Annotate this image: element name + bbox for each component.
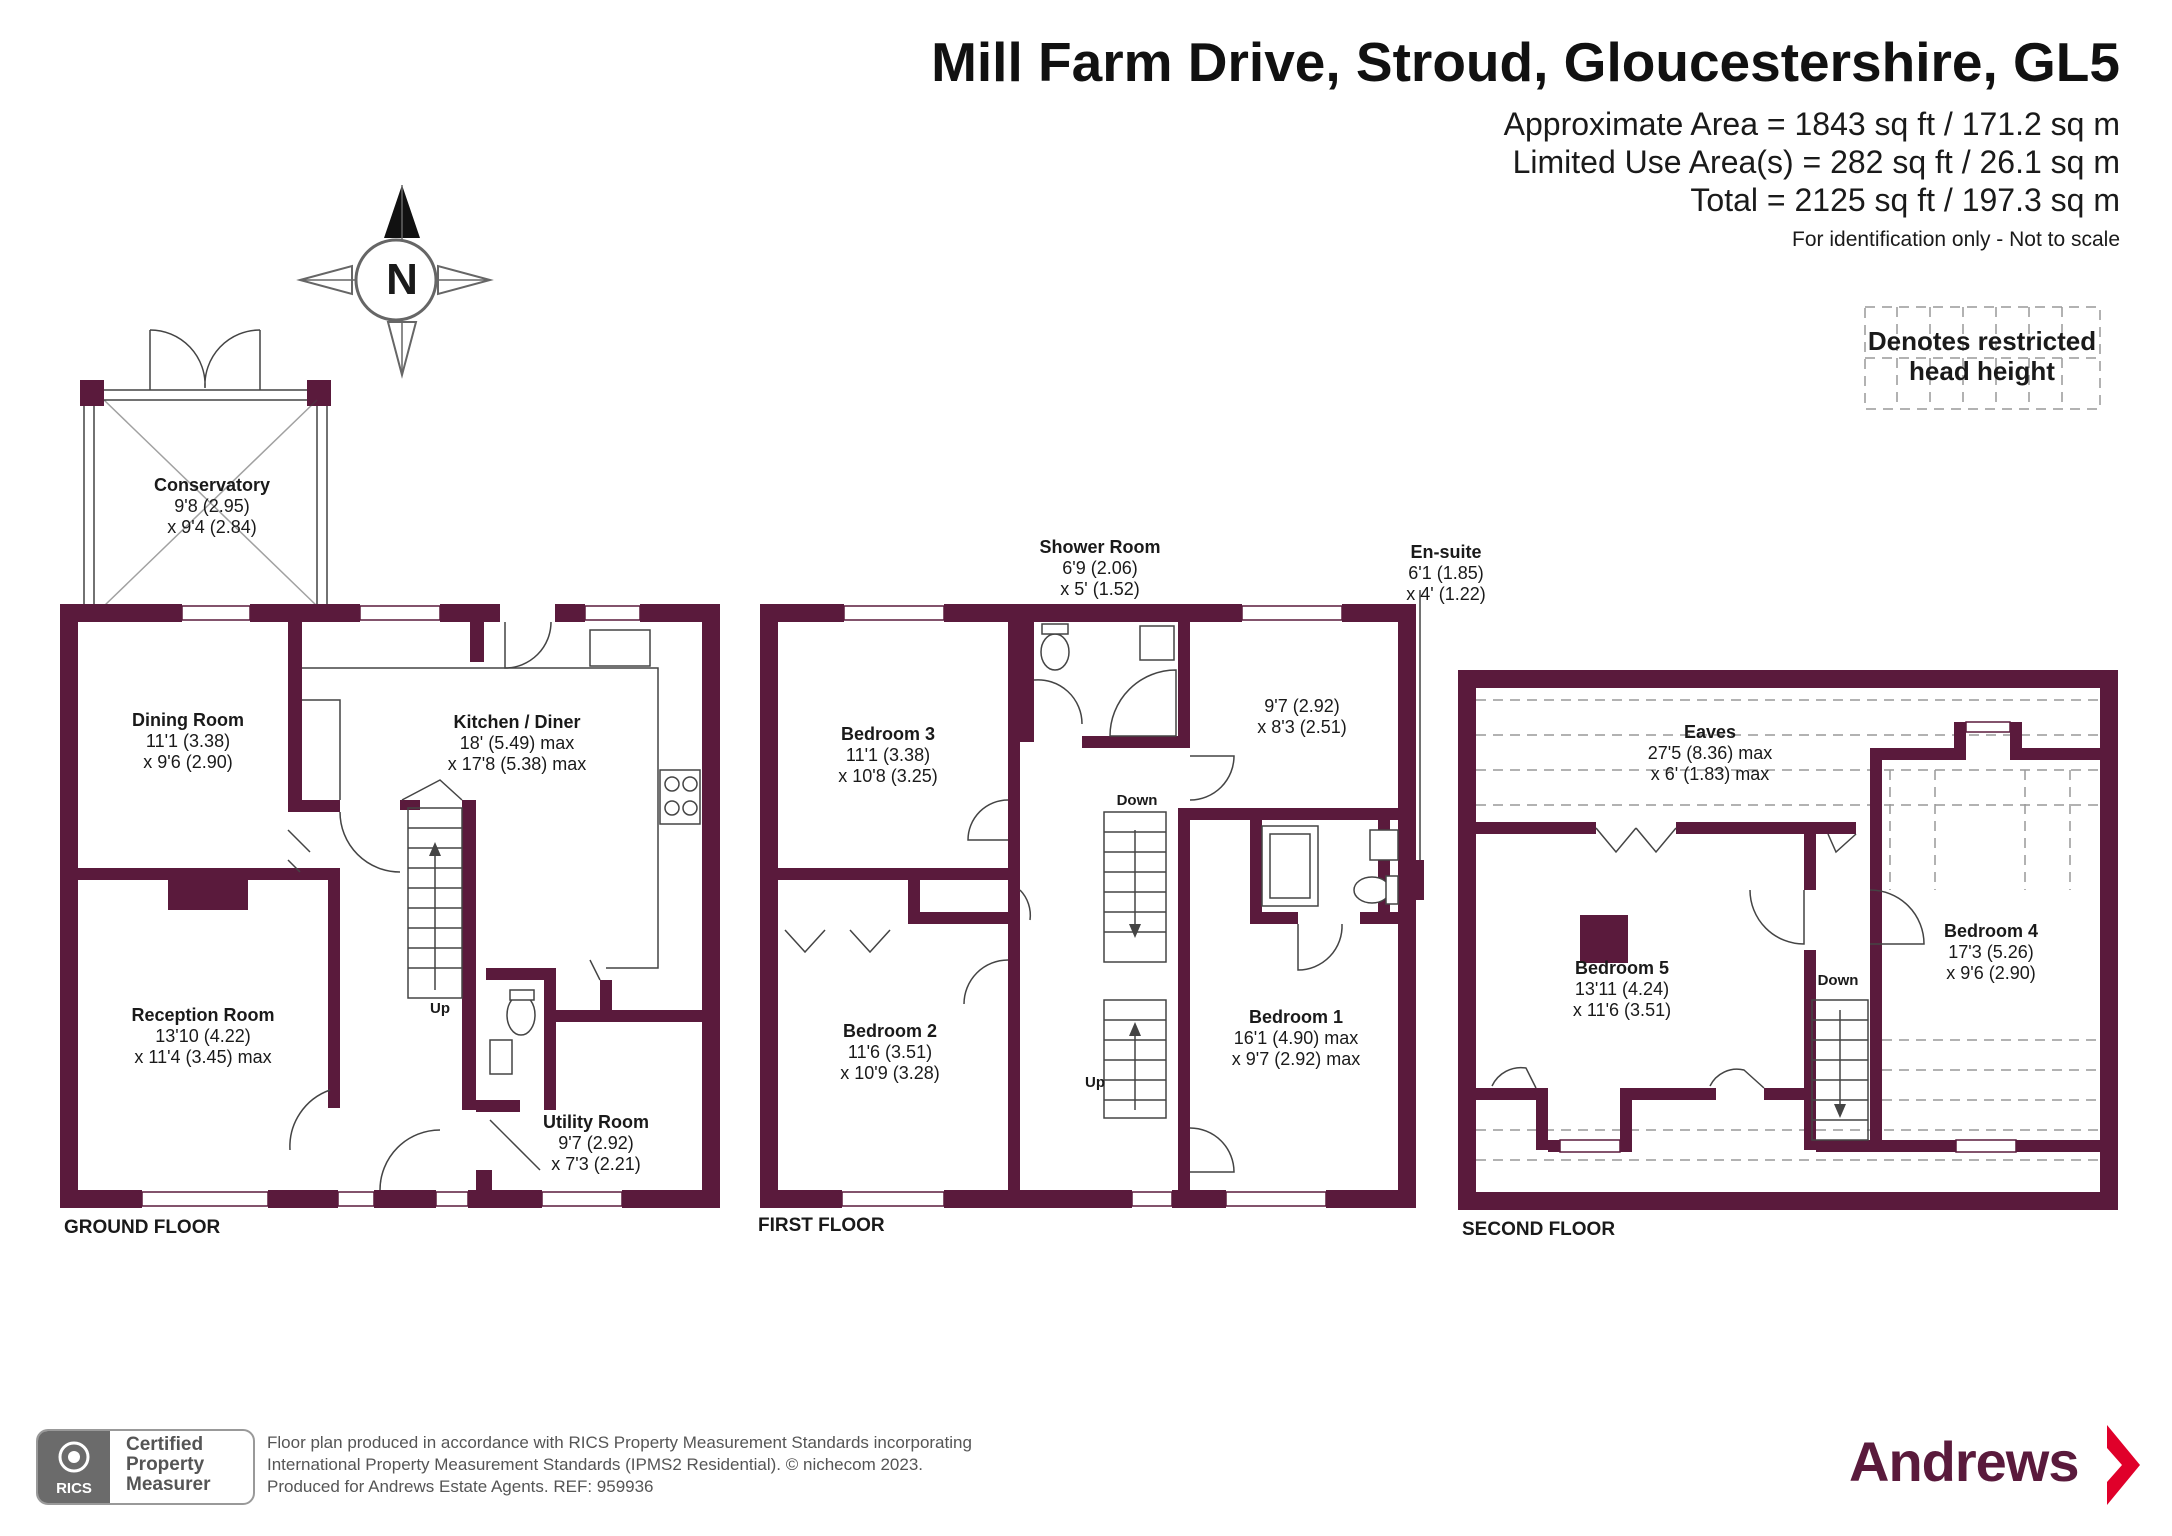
brand-chevron-icon bbox=[2107, 1425, 2140, 1505]
room-eaves: Eaves 27'5 (8.36) max x 6' (1.83) max bbox=[1647, 722, 1773, 784]
stairs-down-label: Down bbox=[1817, 972, 1859, 989]
compass-north-label: N bbox=[386, 255, 418, 304]
ground-floor-label: GROUND FLOOR bbox=[64, 1217, 221, 1238]
rics-logo-text: RICS bbox=[56, 1480, 92, 1497]
total-area: Total = 2125 sq ft / 197.3 sq m bbox=[1690, 182, 2120, 218]
first-floor-label: FIRST FLOOR bbox=[758, 1215, 885, 1236]
room-kitchen-diner: Kitchen / Diner 18' (5.49) max x 17'8 (5… bbox=[447, 712, 587, 774]
legend-label: Denotes restricted head height bbox=[1867, 326, 2097, 386]
approximate-area: Approximate Area = 1843 sq ft / 171.2 sq… bbox=[1503, 106, 2120, 142]
room-dining: Dining Room 11'1 (3.38) x 9'6 (2.90) bbox=[132, 710, 244, 772]
rics-certified-badge: RICS Certified Property Measurer bbox=[36, 1429, 255, 1505]
compass-rose-icon bbox=[296, 185, 494, 379]
stairs-up-label: Up bbox=[1085, 1074, 1105, 1091]
second-floor-plan bbox=[1458, 670, 2118, 1210]
first-floor-plan bbox=[760, 590, 1424, 1208]
room-en-suite: En-suite 6'1 (1.85) x 4' (1.22) bbox=[1406, 542, 1486, 604]
footer-line: Produced for Andrews Estate Agents. REF:… bbox=[267, 1477, 654, 1496]
andrews-brand-logo: Andrews bbox=[1849, 1430, 2079, 1493]
stairs-up-label: Up bbox=[430, 1000, 450, 1017]
footer-disclaimer: Floor plan produced in accordance with R… bbox=[267, 1432, 972, 1498]
second-floor-label: SECOND FLOOR bbox=[1462, 1219, 1616, 1240]
room-shower: Shower Room 6'9 (2.06) x 5' (1.52) bbox=[1039, 537, 1161, 599]
rics-lion-logo-icon: RICS bbox=[38, 1431, 110, 1503]
restricted-height-legend bbox=[1864, 306, 2101, 410]
rics-certified-text: Certified Property Measurer bbox=[126, 1434, 211, 1495]
ground-floor-plan bbox=[60, 329, 720, 1208]
room-reception: Reception Room 13'10 (4.22) x 11'4 (3.45… bbox=[131, 1005, 275, 1067]
page-title: Mill Farm Drive, Stroud, Gloucestershire… bbox=[931, 31, 2120, 93]
room-bedroom-4: Bedroom 4 17'3 (5.26) x 9'6 (2.90) bbox=[1943, 921, 2039, 983]
limited-use-area: Limited Use Area(s) = 282 sq ft / 26.1 s… bbox=[1512, 144, 2120, 180]
footer-line: Floor plan produced in accordance with R… bbox=[267, 1433, 972, 1452]
room-first-landing-area: 9'7 (2.92) x 8'3 (2.51) bbox=[1257, 696, 1347, 737]
stairs-down-label: Down bbox=[1116, 792, 1158, 809]
room-bedroom-1: Bedroom 1 16'1 (4.90) max x 9'7 (2.92) m… bbox=[1231, 1007, 1361, 1069]
footer-line: International Property Measurement Stand… bbox=[267, 1455, 924, 1474]
room-bedroom-5: Bedroom 5 13'11 (4.24) x 11'6 (3.51) bbox=[1572, 958, 1672, 1020]
room-bedroom-2: Bedroom 2 11'6 (3.51) x 10'9 (3.28) bbox=[840, 1021, 940, 1083]
scale-note: For identification only - Not to scale bbox=[1792, 228, 2120, 251]
room-bedroom-3: Bedroom 3 11'1 (3.38) x 10'8 (3.25) bbox=[838, 724, 938, 786]
room-conservatory: Conservatory 9'8 (2.95) x 9'4 (2.84) bbox=[153, 475, 271, 537]
room-utility: Utility Room 9'7 (2.92) x 7'3 (2.21) bbox=[543, 1112, 649, 1174]
